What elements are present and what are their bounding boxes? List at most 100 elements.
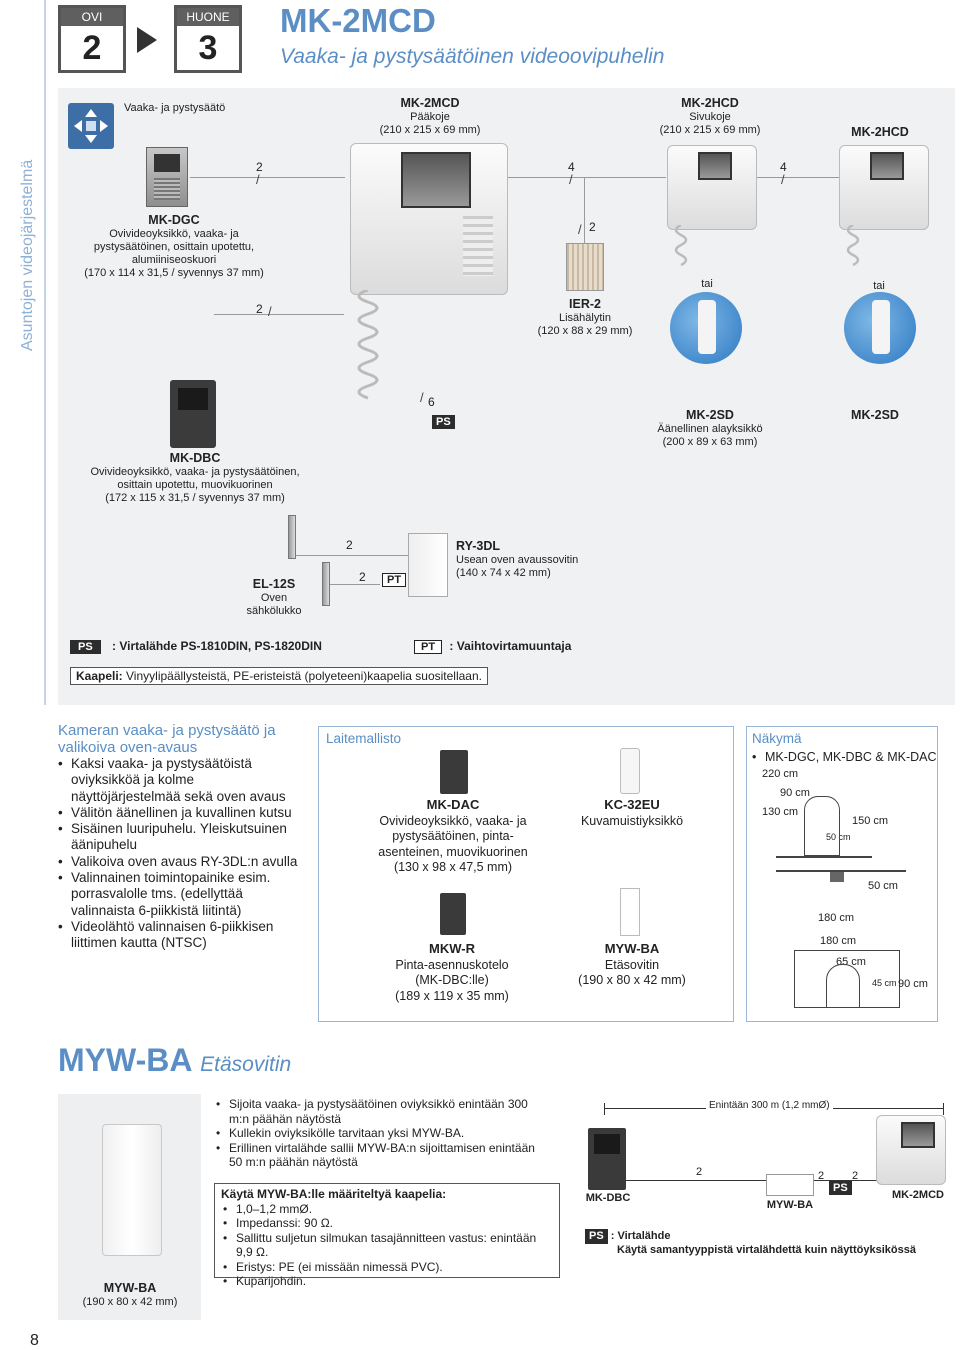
el-12s-label: EL-12S Oven sähkölukko: [232, 578, 316, 618]
dim-label: 130 cm: [762, 806, 799, 818]
arrow-right-icon: [137, 27, 157, 53]
ry-3dl-size: (140 x 74 x 42 mm): [456, 567, 551, 579]
el-12s-image: [322, 562, 330, 606]
features-list: Kaksi vaaka- ja pystysäätöistä oviyksikk…: [56, 756, 306, 952]
mk-dgc-image: [146, 147, 188, 207]
legend-ps-text: : Virtalähde PS-1810DIN, PS-1820DIN: [112, 639, 322, 653]
step-room-num: 3: [198, 29, 218, 67]
ry-3dl-image: [408, 533, 448, 597]
distance-label: Enintään 300 m (1,2 mmØ): [706, 1100, 833, 1111]
ps-note-text2: Käytä samantyyppistä virtalähdettä kuin …: [617, 1244, 916, 1256]
wire-count: 2: [256, 302, 263, 316]
mk-2sd-size: (200 x 89 x 63 mm): [662, 436, 758, 448]
cable-spec-box: Käytä MYW-BA:lle määriteltyä kaapelia: 1…: [214, 1183, 560, 1288]
ps-note: PS : Virtalähde Käytä samantyyppistä vir…: [585, 1229, 916, 1257]
cable-spec-head: Käytä MYW-BA:lle määriteltyä kaapelia:: [221, 1187, 447, 1201]
person-front-icon: [826, 964, 860, 1008]
person-side-icon: [804, 796, 840, 856]
myw-image-label: MYW-BA (190 x 80 x 42 mm): [66, 1282, 194, 1309]
sub-unit2-label: MK-2HCD: [830, 126, 930, 140]
ps-tag-text: PS: [829, 1181, 852, 1195]
myw-image-name: MYW-BA: [103, 1281, 157, 1295]
accessories-box: [318, 726, 734, 1022]
side-section-label: Asuntojen videojärjestelmä: [19, 159, 36, 351]
mk-dbc-desc: Ovivideoyksikkö, vaaka- ja pystysäätöine…: [90, 466, 300, 491]
myw-ba-size: (190 x 80 x 42 mm): [578, 973, 686, 987]
wire-count: 4: [780, 160, 787, 174]
ps-note-tag: PS: [585, 1229, 608, 1244]
ier-2-label: IER-2 Lisähälytin (120 x 88 x 29 mm): [530, 298, 640, 338]
feature-item: Valikoiva oven avaus RY-3DL:n avulla: [56, 854, 306, 871]
myw-bullets: Sijoita vaaka- ja pystysäätöinen oviyksi…: [214, 1097, 544, 1170]
feature-item: Videolähtö valinnaisen 6-piikkisen liitt…: [56, 919, 306, 952]
mk-dgc-desc: Ovivideoyksikkö, vaaka- ja pystysäätöine…: [93, 228, 255, 266]
mk-dac-label: MK-DAC Ovivideoyksikkö, vaaka- ja pystys…: [372, 797, 534, 876]
cable-spec-item: Impedanssi: 90 Ω.: [221, 1216, 553, 1231]
wire-line: [508, 177, 666, 178]
mkw-r-size: (189 x 119 x 35 mm): [395, 988, 509, 1003]
mk-2mcd-small-image: [876, 1115, 946, 1185]
dim-label: 220 cm: [762, 768, 799, 780]
mkw-r-desc: Pinta-asennuskotelo (MK-DBC:lle): [395, 957, 509, 988]
adjust-label: Vaaka- ja pystysäätö: [124, 102, 226, 114]
myw-ba-small-image: [766, 1174, 814, 1196]
sub-unit-label: MK-2HCD Sivukoje (210 x 215 x 69 mm): [640, 97, 780, 137]
wire-slash-icon: /: [781, 172, 785, 187]
dim-label: 90 cm: [780, 787, 810, 799]
main-unit-desc: Pääkoje: [410, 111, 450, 123]
myw-ba-label: MYW-BA Etäsovitin (190 x 80 x 42 mm): [568, 941, 696, 989]
mk-dbc-image: [170, 380, 216, 448]
dim-label: 180 cm: [820, 935, 857, 947]
page-subtitle: Vaaka- ja pystysäätöinen videoovipuhelin: [280, 45, 665, 68]
wire-count: 4: [568, 160, 575, 174]
myw-ba-image: [620, 888, 640, 936]
mk-dac-image: [440, 750, 468, 794]
sub-unit-size: (210 x 215 x 69 mm): [659, 124, 761, 136]
mkw-r-label: MKW-R Pinta-asennuskotelo (MK-DBC:lle) (…: [382, 941, 522, 1004]
distance-tick: [943, 1103, 944, 1115]
main-unit-label: MK-2MCD Pääkoje (210 x 215 x 69 mm): [360, 97, 500, 137]
pt-tag-text: PT: [382, 573, 407, 587]
coiled-cord-icon: [674, 225, 688, 267]
dim-label: 50 cm: [868, 880, 898, 892]
page-number: 8: [30, 1332, 39, 1349]
mk-dbc-name: MK-DBC: [169, 451, 221, 465]
cable-spec-item: Kuparijohdin.: [221, 1274, 553, 1289]
step-door-head: OVI: [61, 8, 123, 26]
mk-dgc-label: MK-DGC Ovivideoyksikkö, vaaka- ja pystys…: [74, 214, 274, 280]
floor-line: [776, 856, 872, 858]
cable-spec-item: 1,0–1,2 mmØ.: [221, 1202, 553, 1217]
ps-tag-text: PS: [432, 415, 455, 429]
myw-ba-small-label: MYW-BA: [766, 1199, 814, 1211]
ier-2-desc: Lisähälytin: [559, 312, 611, 324]
mk-2sd-image: [670, 292, 742, 364]
coiled-cord-icon: [846, 225, 860, 267]
pt-tag: PT: [382, 570, 407, 588]
feature-item: Kaksi vaaka- ja pystysäätöistä oviyksikk…: [56, 756, 306, 805]
page-title: MK-2MCD: [280, 2, 436, 39]
wire-line: [814, 1180, 894, 1181]
dim-label: 50 cm: [826, 832, 851, 842]
mk-2sd-name: MK-2SD: [686, 408, 734, 422]
el-12s-image: [288, 515, 296, 559]
mk-dgc-name: MK-DGC: [148, 213, 200, 227]
wire-count: 2: [696, 1166, 703, 1178]
sub-unit2-name: MK-2HCD: [851, 125, 909, 139]
dim-label: 180 cm: [818, 912, 855, 924]
mk-dgc-size: (170 x 114 x 31,5 / syvennys 37 mm): [84, 267, 264, 279]
distance-tick: [604, 1103, 605, 1115]
legend-pt-text: : Vaihtovirtamuuntaja: [449, 639, 572, 653]
dim-label: 150 cm: [852, 815, 889, 827]
side-divider: [44, 0, 46, 705]
mk-dac-name: MK-DAC: [426, 797, 480, 812]
wire-count: 2: [818, 1170, 825, 1182]
mk-2sd-label: MK-2SD Äänellinen alayksikkö (200 x 89 x…: [650, 409, 770, 449]
wire-count: 2: [346, 538, 353, 552]
mk-2hcd-image: [839, 145, 929, 230]
myw-bullet: Sijoita vaaka- ja pystysäätöinen oviyksi…: [214, 1097, 544, 1126]
wire-line: [190, 177, 345, 178]
myw-ba-desc: Etäsovitin: [604, 957, 660, 972]
myw-bullet: Kullekin oviyksikölle tarvitaan yksi MYW…: [214, 1126, 544, 1141]
legend-pt-tag: PT: [414, 640, 443, 654]
mk-dac-desc: Ovivideoyksikkö, vaaka- ja pystysäätöine…: [378, 813, 528, 859]
